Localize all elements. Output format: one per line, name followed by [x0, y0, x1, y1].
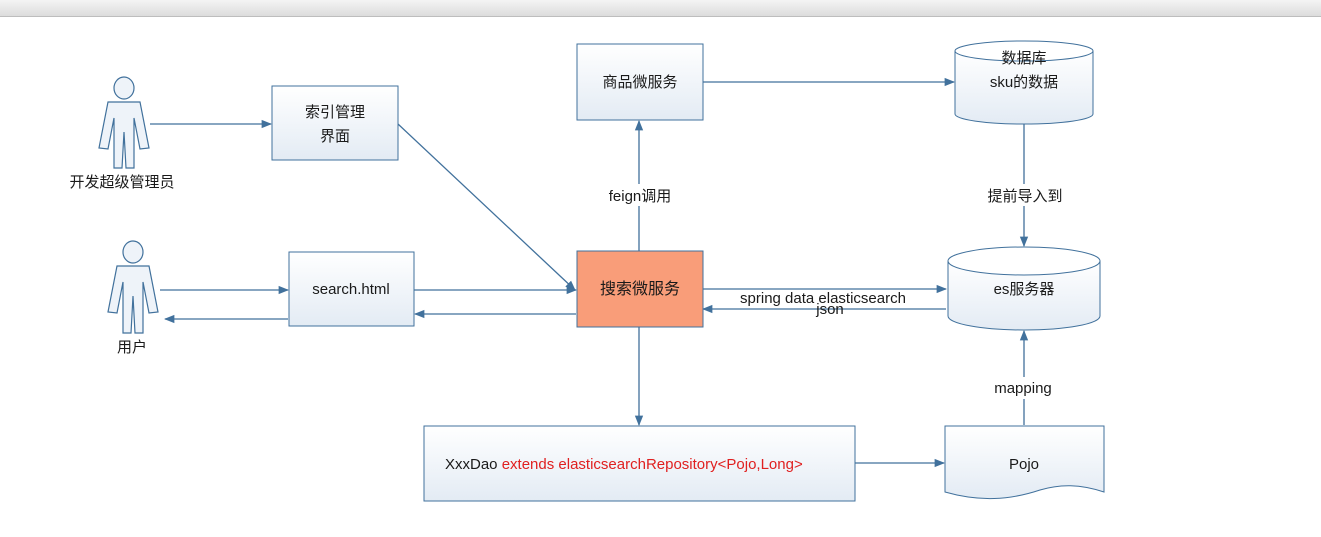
es-server-cylinder	[947, 246, 1101, 331]
database-label-line1: 数据库	[1001, 50, 1046, 67]
spring-data-label: spring data elasticsearch	[740, 290, 906, 307]
window-top-bar	[0, 0, 1321, 17]
dao-label: XxxDao extends elasticsearchRepository<P…	[445, 456, 803, 473]
dao-label-plain: XxxDao	[445, 456, 502, 473]
mapping-label: mapping	[994, 380, 1052, 397]
dao-box	[423, 425, 856, 502]
es-server-label: es服务器	[994, 281, 1055, 298]
user-actor-icon	[107, 240, 159, 334]
database-cylinder	[954, 40, 1094, 125]
feign-label: feign调用	[609, 188, 672, 205]
search-html-label: search.html	[312, 281, 390, 298]
pojo-document	[944, 425, 1105, 499]
admin-actor-icon	[98, 76, 150, 169]
mapping-label-bg	[988, 377, 1060, 399]
import-label-bg	[980, 184, 1070, 206]
product-service-label: 商品微服务	[602, 74, 677, 91]
index-management-box	[271, 85, 399, 161]
search-html-box	[288, 251, 415, 327]
import-label: 提前导入到	[987, 188, 1062, 205]
product-service-box	[576, 43, 704, 121]
feign-label-bg	[604, 184, 676, 206]
admin-actor-label: 开发超级管理员	[69, 174, 174, 191]
search-service-label: 搜索微服务	[600, 280, 680, 298]
search-service-box	[576, 250, 704, 328]
database-label-line2: sku的数据	[990, 74, 1058, 91]
dao-label-red: extends elasticsearchRepository<Pojo,Lon…	[502, 456, 803, 473]
user-actor-label: 用户	[117, 339, 147, 356]
pojo-label: Pojo	[1009, 456, 1039, 473]
index-management-label-line2: 界面	[320, 128, 350, 145]
index-management-label-line1: 索引管理	[305, 104, 365, 121]
edge-index-ui-to-search-service	[397, 123, 576, 291]
json-label: json	[815, 301, 844, 318]
